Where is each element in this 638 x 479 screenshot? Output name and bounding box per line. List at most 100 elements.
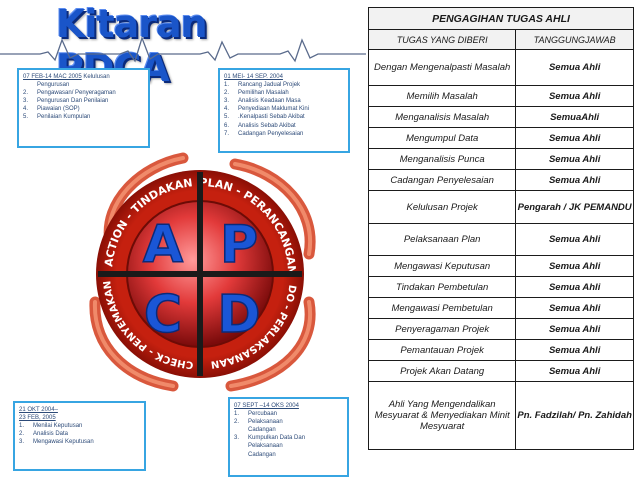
plan-item: 2.Pemilihan Masalah bbox=[224, 89, 344, 97]
task-cell: Pelaksanaan Plan bbox=[367, 223, 517, 256]
plan-date: 01 MEI- 14 SEP. 2004 bbox=[224, 74, 283, 80]
plan-item-text: Rancang Jadual Projek bbox=[238, 82, 301, 89]
task-cell: Kelulusan Projek bbox=[367, 190, 517, 224]
act-item: 5. Penilaian Kumpulan bbox=[23, 113, 144, 121]
heartbeat-line bbox=[0, 35, 366, 63]
responsibility-cell: Semua Ahli bbox=[515, 297, 634, 319]
do-date: 07 SEPT –14 OKS 2004 bbox=[234, 403, 299, 409]
task-cell: Memilih Masalah bbox=[367, 85, 517, 107]
act-item-text: Pengawasan/ Penyeragaman bbox=[37, 90, 116, 97]
plan-item-text: Pemilihan Masalah bbox=[238, 90, 289, 97]
act-item: 3. Pengurusan Dan Penilaian bbox=[23, 97, 144, 105]
responsibility-cell: Semua Ahli bbox=[515, 127, 634, 149]
check-item-text: Menilai Keputusan bbox=[33, 423, 83, 430]
act-list: 2. Pengawasan/ Penyeragaman 3. Pengurusan D… bbox=[23, 89, 144, 121]
plan-item-text: Analisis Keadaan Masa bbox=[238, 98, 301, 105]
do-item: 3. Kumpulkan Data Dan Pelaksanaan Cadanga… bbox=[234, 434, 343, 458]
plan-item-text: Cadangan Penyelesaian bbox=[238, 130, 304, 137]
check-item-number: 2. bbox=[19, 431, 25, 438]
plan-item-number: 7. bbox=[224, 130, 230, 137]
act-first-line: 07 FEB-14 MAC 2005 Kelulusan bbox=[23, 73, 144, 81]
act-item-text: Penilaian Kumpulan bbox=[37, 114, 91, 121]
plan-item-text: Penyediaan Maklumat Kini bbox=[238, 106, 310, 113]
plan-info-box: 01 MEI- 14 SEP. 2004 1. Rancang Jadual Pr… bbox=[218, 68, 350, 153]
plan-item-number: 4. bbox=[224, 106, 230, 113]
table-row: Ahli Yang Mengendalikan Mesyuarat & Meny… bbox=[367, 381, 634, 450]
responsibility-cell: Pengarah / JK PEMANDU bbox=[515, 190, 634, 224]
check-item-number: 3. bbox=[19, 439, 25, 446]
check-item: 3. Mengawasi Keputusan bbox=[19, 438, 140, 446]
task-cell: Tindakan Pembetulan bbox=[367, 276, 517, 298]
act-first-cont: Pengurusan bbox=[37, 82, 70, 89]
table-title: PENGAGIHAN TUGAS AHLI bbox=[368, 7, 634, 30]
task-cell: Pemantauan Projek bbox=[367, 339, 517, 361]
plan-item: 4. Penyediaan Maklumat Kini bbox=[224, 105, 344, 113]
task-cell: Menganalisis Punca bbox=[367, 148, 517, 170]
task-cell: Mengawasi Keputusan bbox=[367, 255, 517, 277]
responsibility-cell: Semua Ahli bbox=[515, 148, 634, 170]
task-cell: Dengan Mengenalpasti Masalah bbox=[367, 49, 517, 86]
plan-item-number: 6. bbox=[224, 122, 230, 129]
responsibility-cell: Semua Ahli bbox=[515, 169, 634, 191]
do-item: 2. Pelaksanaan Cadangan bbox=[234, 418, 343, 434]
check-item-text: Mengawasi Keputusan bbox=[33, 439, 94, 446]
plan-item: 1. Rancang Jadual Projek bbox=[224, 81, 344, 89]
check-date-2: 23 FEB, 2005 bbox=[19, 415, 56, 422]
act-item-number: 4. bbox=[23, 106, 29, 113]
act-info-box: 07 FEB-14 MAC 2005 Kelulusan Pengurusan … bbox=[17, 68, 150, 148]
responsibility-cell: Semua Ahli bbox=[515, 360, 634, 382]
letter-c: C bbox=[144, 285, 182, 345]
task-cell: Projek Akan Datang bbox=[367, 360, 517, 382]
do-item-number: 3. bbox=[234, 435, 240, 442]
letter-d: D bbox=[217, 285, 260, 345]
do-item: 1.Percubaan bbox=[234, 410, 343, 418]
plan-item: 5..Kenalpasti Sebab Akibat bbox=[224, 113, 344, 121]
act-first-suffix: Kelulusan bbox=[81, 74, 110, 80]
check-item: 2. Analisis Data bbox=[19, 430, 140, 438]
check-item-text: Analisis Data bbox=[33, 431, 69, 438]
pdca-cycle: ACTION - TINDAKAN PLAN - PERANCANGAN DO … bbox=[89, 152, 316, 392]
responsibility-cell: Semua Ahli bbox=[515, 255, 634, 277]
do-item-text: Pelaksanaan Cadangan bbox=[248, 419, 283, 434]
do-item-number: 1. bbox=[234, 411, 240, 418]
responsibility-cell: Semua Ahli bbox=[515, 85, 634, 107]
task-cell: Menganalisis Masalah bbox=[367, 106, 517, 128]
plan-item-number: 1. bbox=[224, 82, 230, 89]
act-item-number: 2. bbox=[23, 90, 29, 97]
act-item-text: Pengurusan Dan Penilaian bbox=[37, 98, 109, 105]
column-header-task: TUGAS YANG DIBERI bbox=[367, 29, 517, 50]
plan-item: 7. Cadangan Penyelesaian bbox=[224, 130, 344, 138]
plan-item-number: 5. bbox=[224, 114, 230, 121]
do-item-number: 2. bbox=[234, 419, 240, 426]
letter-a: A bbox=[143, 215, 183, 275]
task-cell: Penyeragaman Projek bbox=[367, 318, 517, 340]
act-item: 2. Pengawasan/ Penyeragaman bbox=[23, 89, 144, 97]
act-date: 07 FEB-14 MAC 2005 bbox=[23, 74, 82, 80]
check-item: 1. Menilai Keputusan bbox=[19, 422, 140, 430]
act-item-number: 5. bbox=[23, 114, 29, 121]
check-list: 1. Menilai Keputusan 2. Analisis Data 3. Meng… bbox=[19, 422, 140, 446]
task-cell: Mengawasi Pembetulan bbox=[367, 297, 517, 319]
plan-item-text: Analisis Sebab Akibat bbox=[238, 122, 296, 129]
do-item-text: Kumpulkan Data Dan Pelaksanaan Cadangan bbox=[248, 435, 306, 458]
act-item-number: 3. bbox=[23, 98, 29, 105]
column-header-responsibility: TANGGUNGJAWAB bbox=[515, 29, 634, 50]
act-item: 4.Piawaian (SOP) bbox=[23, 105, 144, 113]
task-cell: Ahli Yang Mengendalikan Mesyuarat & Meny… bbox=[367, 381, 517, 450]
check-item-number: 1. bbox=[19, 423, 25, 430]
pdca-diagram: Kitaran PDCA 07 FEB-14 MAC 2005 Kelulusa… bbox=[0, 2, 366, 477]
